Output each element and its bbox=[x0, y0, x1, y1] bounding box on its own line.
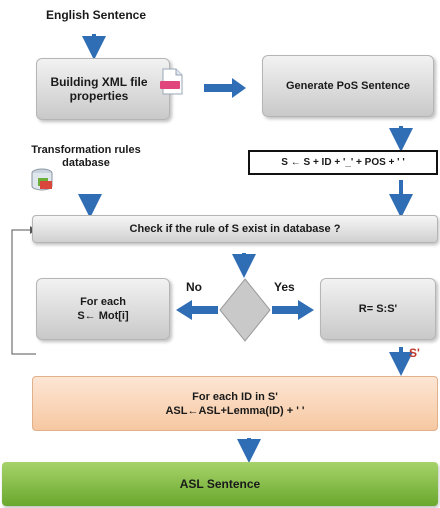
decision-diamond bbox=[219, 278, 271, 342]
foreach-mot-box: For each S← Mot[i] bbox=[36, 278, 170, 340]
formula-box: S ← S + ID + '_' + POS + ' ' bbox=[248, 150, 438, 175]
arrow-decision-to-r bbox=[272, 300, 314, 320]
generate-pos-box: Generate PoS Sentence bbox=[262, 55, 434, 117]
generate-pos-label: Generate PoS Sentence bbox=[285, 80, 411, 92]
yes-label: Yes bbox=[274, 280, 295, 294]
foreach-id-line2: ASL←ASL+Lemma(ID) + ' ' bbox=[165, 404, 305, 417]
transformation-rules-label: Transformation rules database bbox=[31, 144, 141, 169]
asl-sentence-label: ASL Sentence bbox=[179, 477, 261, 491]
loop-back-line bbox=[11, 229, 36, 355]
english-sentence-label: English Sentence bbox=[45, 8, 147, 22]
check-rule-label: Check if the rule of S exist in database… bbox=[129, 223, 341, 235]
xml-file-icon bbox=[160, 68, 183, 95]
check-rule-box: Check if the rule of S exist in database… bbox=[32, 215, 438, 243]
s-prime-label: S' bbox=[409, 346, 420, 360]
no-label: No bbox=[186, 280, 202, 294]
building-xml-label: Building XML file properties bbox=[50, 75, 148, 103]
foreach-id-line1: For each ID in S' bbox=[192, 390, 278, 403]
formula-text: S ← S + ID + '_' + POS + ' ' bbox=[281, 157, 405, 168]
foreach-mot-line1: For each bbox=[80, 296, 126, 308]
arrow-xml-to-pos bbox=[204, 78, 246, 98]
database-icon bbox=[31, 168, 53, 191]
foreach-mot-line2: S← Mot[i] bbox=[77, 310, 129, 322]
r-box-label: R= S:S' bbox=[358, 303, 398, 315]
asl-sentence-box: ASL Sentence bbox=[2, 462, 438, 506]
building-xml-box: Building XML file properties bbox=[36, 58, 170, 120]
r-box: R= S:S' bbox=[320, 278, 436, 340]
arrow-decision-to-foreach bbox=[176, 300, 218, 320]
foreach-id-box: For each ID in S' ASL←ASL+Lemma(ID) + ' … bbox=[32, 376, 438, 431]
